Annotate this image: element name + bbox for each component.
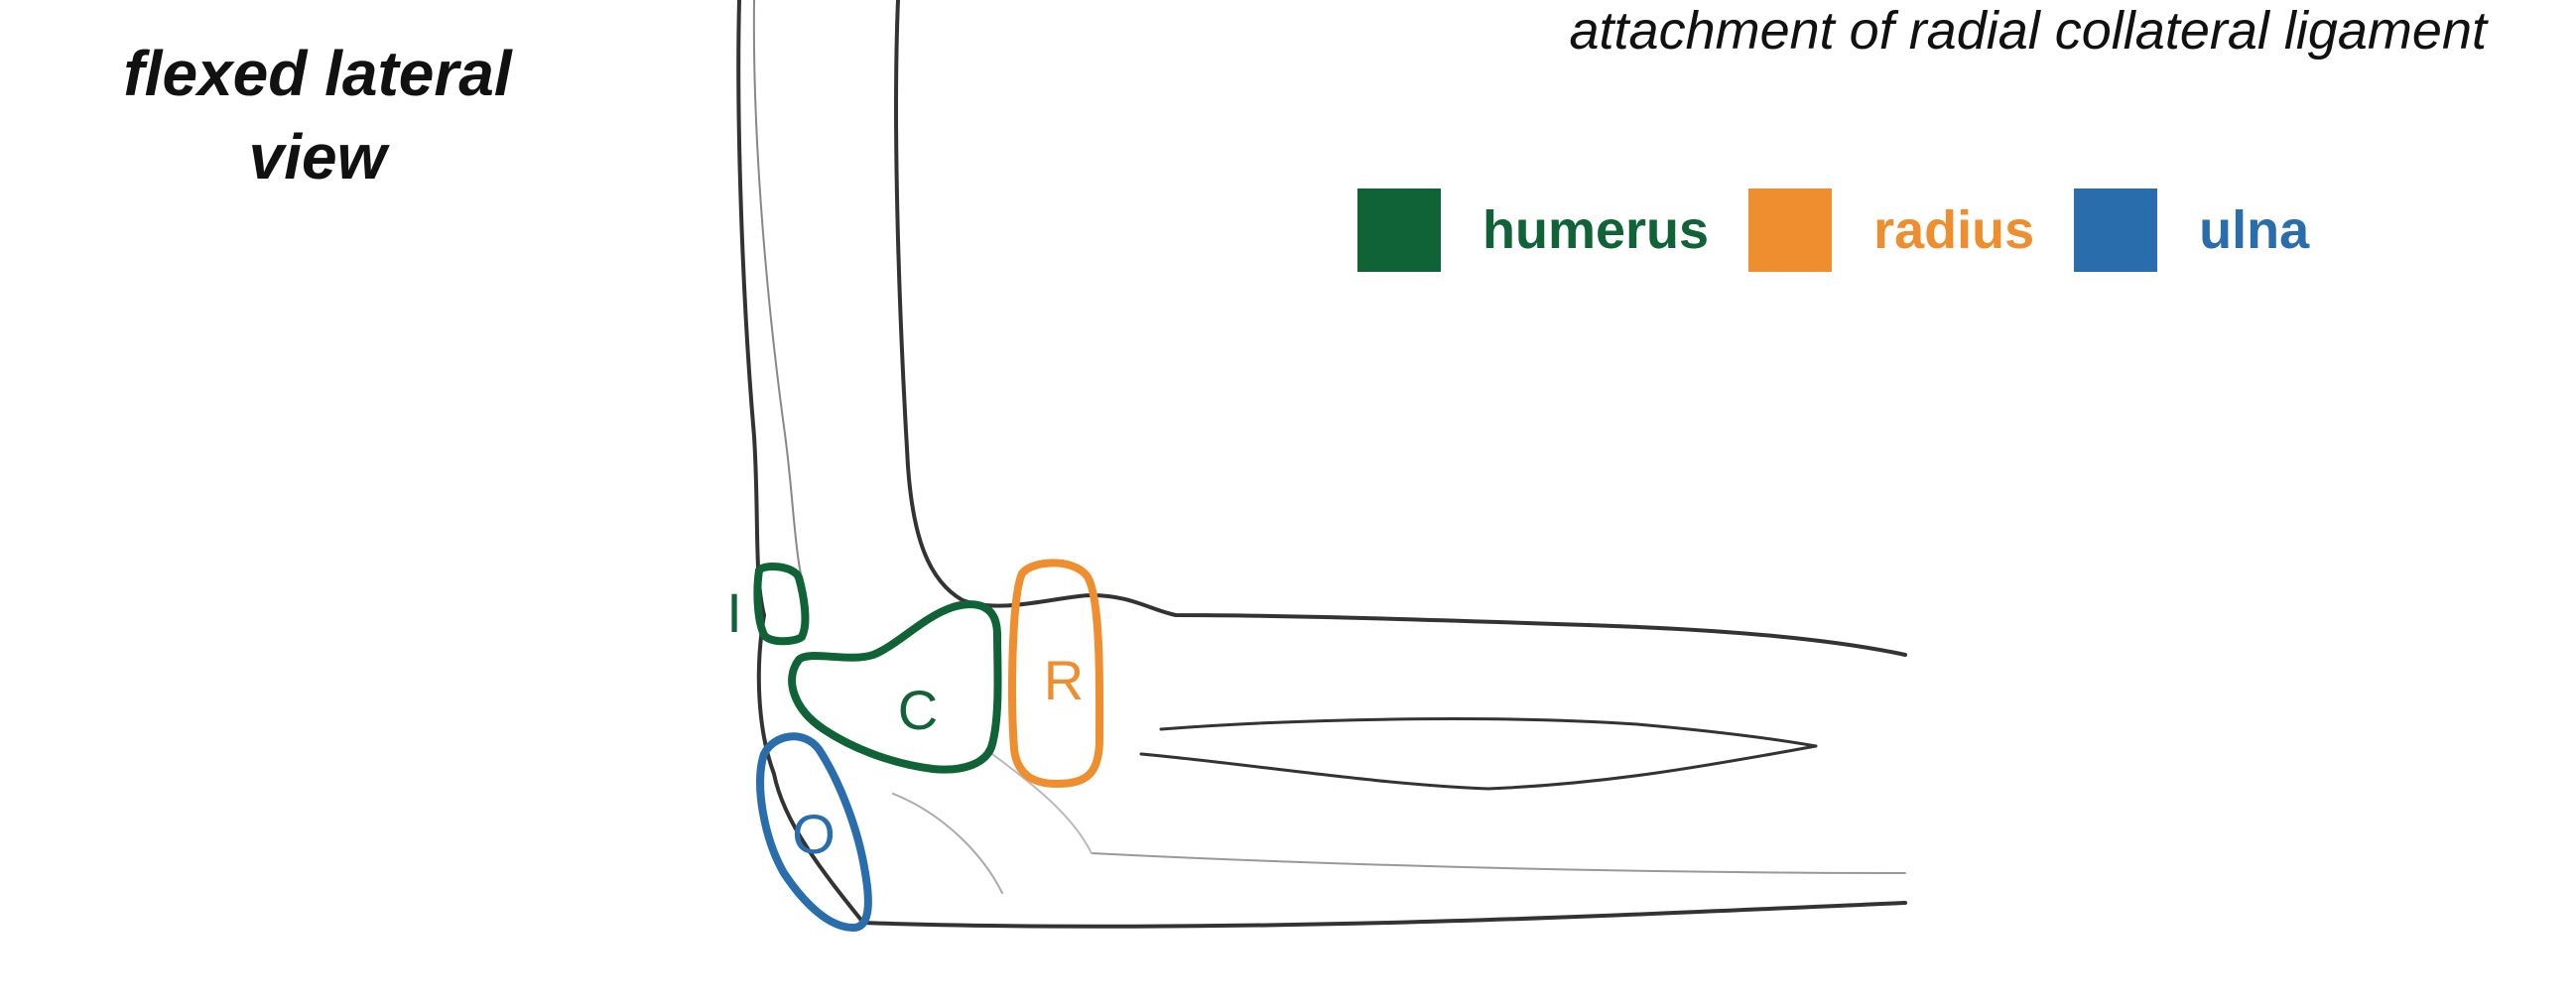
legend-item-humerus: humerus [1357, 189, 1709, 272]
region-radius: R [1008, 559, 1104, 789]
view-title: flexed lateral view [60, 32, 576, 198]
view-title-line1: flexed lateral [123, 38, 512, 109]
legend-swatch-radius [1748, 189, 1833, 272]
humerus-shaft-right [894, 0, 1094, 608]
region-humerus-top: I [726, 562, 810, 646]
legend-label-radius: radius [1873, 200, 2035, 260]
legend-item-radius: radius [1748, 189, 2034, 272]
elbow-shading [892, 793, 1003, 894]
legend-label-humerus: humerus [1482, 200, 1710, 260]
region-ulna-outline [756, 732, 872, 933]
region-humerus-top-outline [753, 562, 810, 646]
legend-item-ulna: ulna [2074, 189, 2309, 272]
forearm-bottom-inner [1091, 852, 1906, 874]
elbow-back [756, 613, 865, 925]
region-ulna-letter: O [792, 803, 836, 865]
region-humerus-main-letter: C [898, 679, 938, 741]
forearm-top [1090, 593, 1907, 657]
bone-sketch [736, 0, 1907, 929]
humerus-shaft-inner [752, 0, 807, 596]
region-humerus-main-outline [788, 600, 1002, 774]
forearm-bottom [861, 901, 1907, 929]
humerus-shaft-outline [736, 0, 766, 617]
region-radius-letter: R [1044, 649, 1084, 711]
caption: attachment of radial collateral ligament [1569, 1, 2488, 61]
region-ulna: O [756, 732, 872, 933]
legend: humerus radius ulna [1357, 189, 2339, 272]
legend-label-ulna: ulna [2199, 200, 2310, 260]
forearm-inner-bottom [1139, 744, 1818, 791]
elbow-shading-2 [991, 753, 1093, 854]
legend-swatch-ulna [2074, 189, 2158, 272]
region-radius-outline [1008, 559, 1104, 789]
legend-swatch-humerus [1357, 189, 1441, 272]
region-humerus-top-letter: I [726, 581, 742, 644]
forearm-inner-top [1159, 717, 1818, 748]
view-title-line2: view [248, 121, 387, 192]
region-humerus-main: C [788, 600, 1002, 774]
